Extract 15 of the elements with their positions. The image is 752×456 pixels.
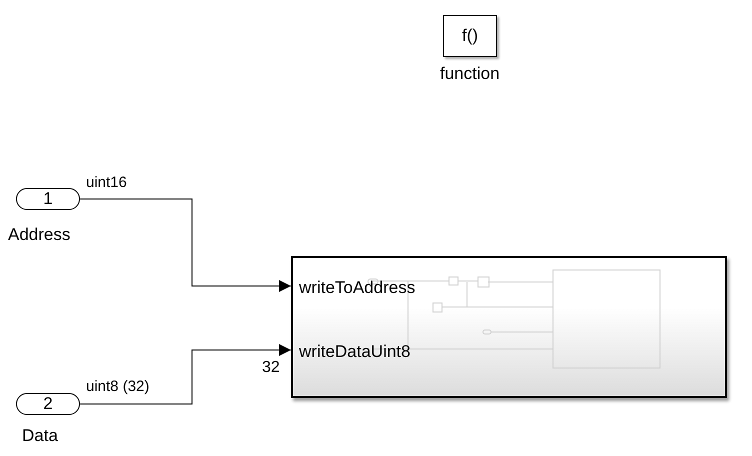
- port-number: 2: [43, 394, 53, 414]
- subsystem-block: [291, 256, 727, 398]
- inport-block: [16, 188, 80, 210]
- signal-line: [80, 198, 292, 292]
- inport-block: [16, 393, 80, 415]
- port-number: 1: [43, 189, 53, 209]
- port-label: writeToAddress: [299, 278, 416, 298]
- block-name: Data: [22, 426, 58, 446]
- block-name: function: [440, 64, 500, 84]
- signal-label: uint8 (32): [86, 378, 150, 395]
- block-name: Address: [8, 225, 70, 245]
- signal-line: [80, 344, 292, 404]
- port-label: writeDataUint8: [299, 342, 410, 362]
- function-block: [443, 15, 497, 57]
- block-glyph: f(): [462, 26, 478, 46]
